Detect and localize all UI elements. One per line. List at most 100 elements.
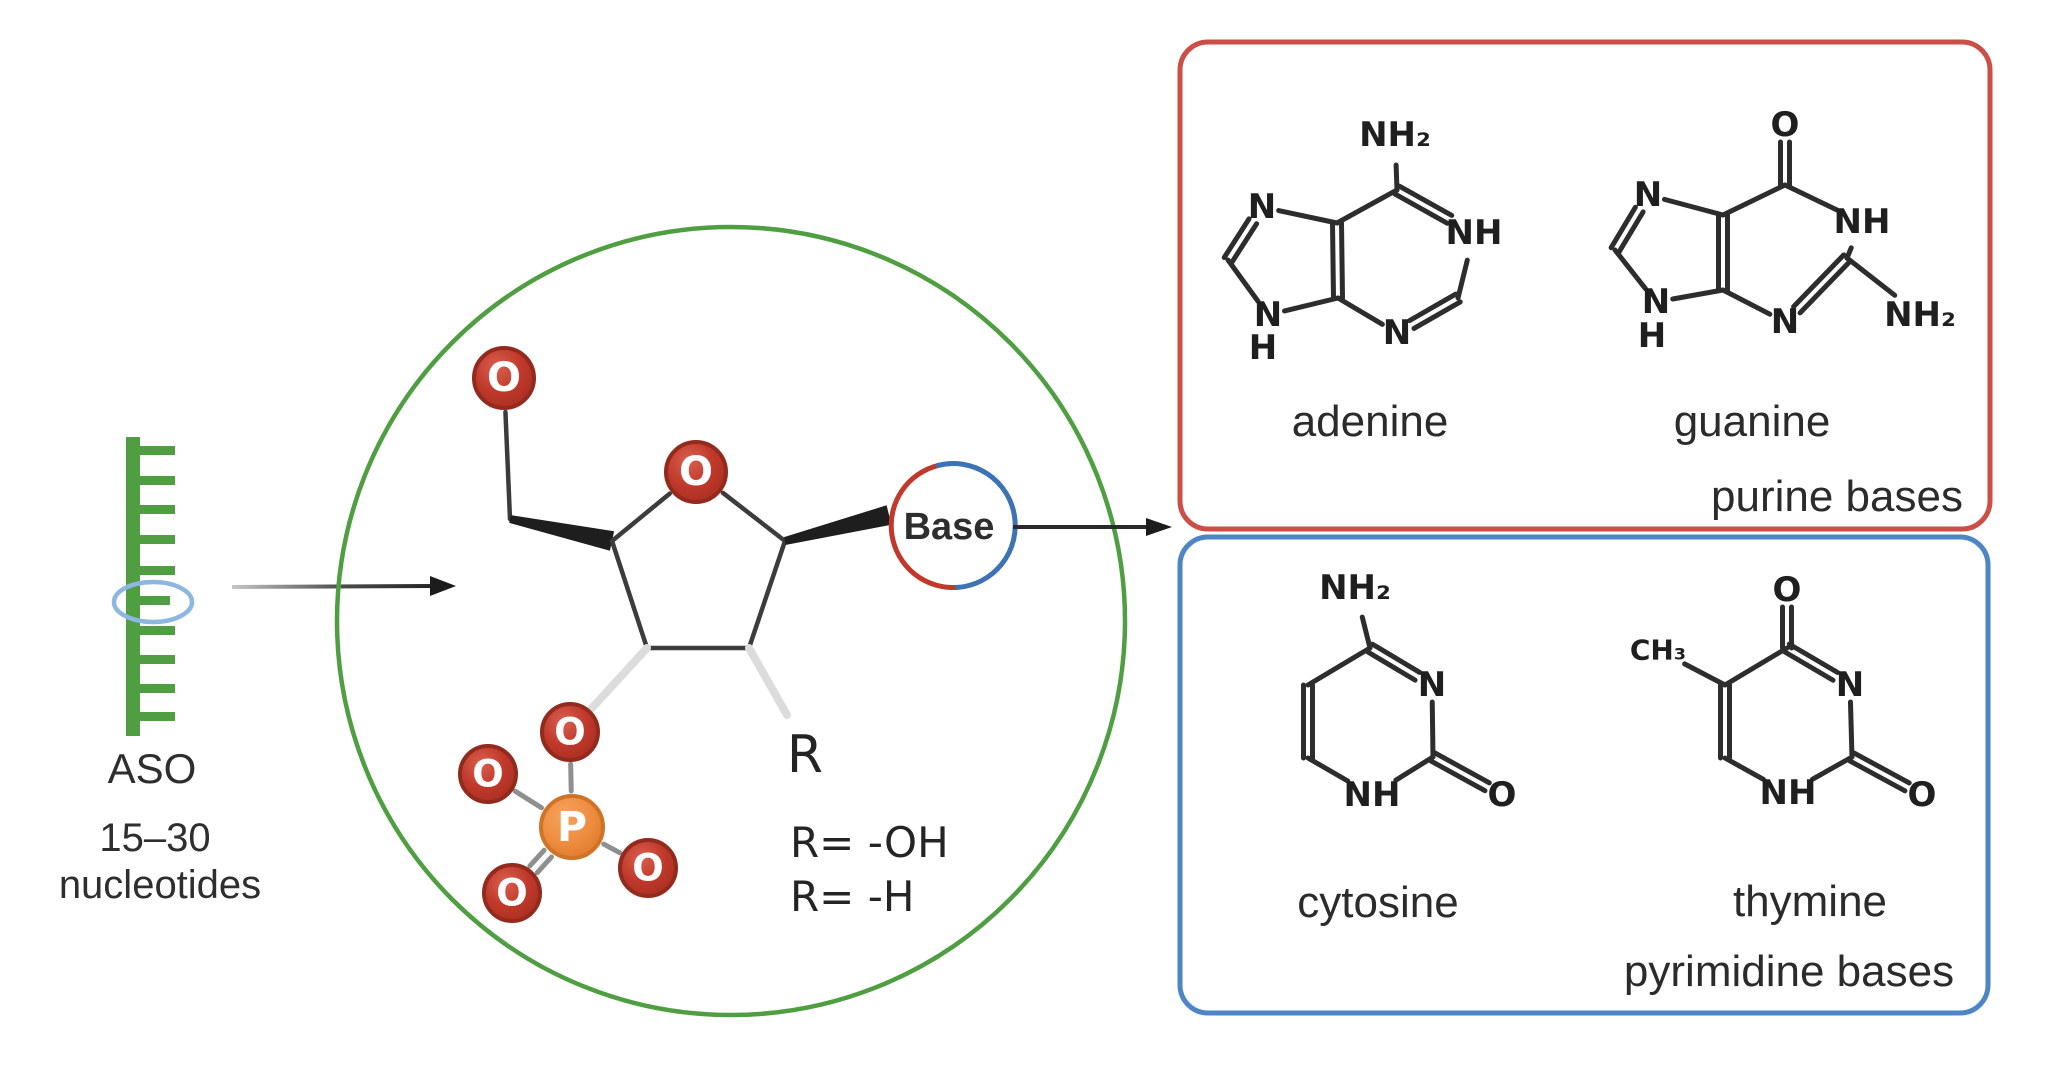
r-definition-oh: R= -OH <box>790 818 949 867</box>
bond <box>527 847 547 869</box>
bond <box>1432 750 1492 786</box>
aso-size-label: 15–30 <box>99 816 210 860</box>
bond <box>1809 754 1855 782</box>
bond <box>1225 257 1261 304</box>
bond <box>1682 661 1728 688</box>
bond <box>1612 247 1648 292</box>
atom-label: N <box>1248 187 1276 227</box>
aso-nucleotides-label: nucleotides <box>59 863 261 907</box>
atom-label: O <box>1488 775 1517 815</box>
bond <box>1844 255 1898 298</box>
oxygen-atom-icon <box>482 863 542 923</box>
bond <box>1407 291 1459 324</box>
purine-bases-label: purine bases <box>1711 472 1963 521</box>
atom-label: N <box>1771 302 1799 342</box>
oxygen-atom-icon <box>472 346 536 410</box>
aso-tooth <box>126 446 175 455</box>
oxygen-atom-icon <box>540 702 600 762</box>
bond <box>1392 191 1450 226</box>
nucleotide-zoom-circle <box>334 224 1128 1018</box>
bond <box>609 538 650 651</box>
base-label: Base <box>904 506 995 548</box>
base-ring-blue-arc <box>935 461 1018 590</box>
aso-tooth <box>126 535 175 544</box>
atom-label: N <box>1383 313 1411 353</box>
atom-symbol: O <box>496 872 527 915</box>
aso-highlight-ellipse <box>111 579 195 625</box>
bond <box>1369 641 1423 675</box>
base-ring-red-arc <box>888 462 961 591</box>
bond <box>1282 295 1341 314</box>
bond <box>1722 645 1790 688</box>
atom-label: NH₂ <box>1884 295 1956 335</box>
bond <box>601 841 623 856</box>
bond <box>1661 196 1726 218</box>
wedge-bond <box>509 515 615 551</box>
aso-tooth <box>126 655 175 664</box>
atom-label: NH <box>1446 213 1503 253</box>
atom-label: O <box>1773 570 1802 610</box>
wedge-bond <box>784 505 892 545</box>
bond <box>1276 208 1340 226</box>
bond <box>1305 645 1373 688</box>
oxygen-atom-icon <box>618 838 678 898</box>
bond <box>1797 258 1853 316</box>
pyrimidine-bases-label: pyrimidine bases <box>1624 947 1954 996</box>
adenine-label: adenine <box>1292 397 1449 446</box>
atom-label: NH <box>1834 202 1891 242</box>
bond <box>1428 758 1488 794</box>
atom-label: CH₃ <box>1630 634 1686 667</box>
atom-label: NH₂ <box>1359 115 1431 155</box>
atom-symbol: O <box>472 753 503 796</box>
bond <box>1670 287 1726 302</box>
bond <box>720 490 788 544</box>
purine-box <box>1177 39 1993 532</box>
bond <box>1847 699 1855 760</box>
r-label: R <box>787 725 823 785</box>
bond <box>503 409 513 522</box>
thymine-label: thymine <box>1733 877 1887 926</box>
oxygen-atom-icon <box>664 440 728 504</box>
oxygen-atom-icon <box>458 744 518 804</box>
phosphorus-atom-icon <box>539 794 605 860</box>
pyrimidine-box <box>1177 534 1991 1016</box>
atom-symbol: O <box>632 847 663 890</box>
bond <box>1393 754 1436 783</box>
bond <box>1455 257 1470 301</box>
aso-label: ASO <box>108 745 197 792</box>
atom-symbol: O <box>554 711 585 754</box>
atom-label: N <box>1634 175 1662 215</box>
bond <box>1791 252 1847 310</box>
bond <box>1851 750 1912 786</box>
aso-tooth <box>126 505 175 514</box>
bond <box>1847 758 1908 794</box>
atom-symbol: P <box>557 803 587 851</box>
r-definition-h: R= -H <box>790 872 914 921</box>
bond <box>609 491 672 544</box>
aso-tooth <box>126 566 175 575</box>
aso-tooth <box>126 626 175 635</box>
bond <box>1338 220 1345 301</box>
atom-label: H <box>1638 316 1666 356</box>
atom-label: O <box>1908 775 1937 815</box>
atom-label: N <box>1254 295 1282 335</box>
atom-label: N <box>1418 665 1446 705</box>
cytosine-label: cytosine <box>1297 878 1458 927</box>
bond <box>568 761 574 794</box>
bond <box>1720 182 1788 218</box>
bond <box>1335 295 1385 327</box>
atom-label: N <box>1642 282 1670 322</box>
bond <box>1608 204 1638 251</box>
atom-symbol: O <box>487 355 521 401</box>
bond <box>1221 216 1252 261</box>
arrow-aso-to-nucleotide-icon <box>231 576 456 596</box>
bond <box>745 644 791 719</box>
bond <box>1411 299 1463 331</box>
arrow-base-to-bases-icon <box>1013 518 1172 536</box>
atom-label: NH <box>1760 773 1817 813</box>
